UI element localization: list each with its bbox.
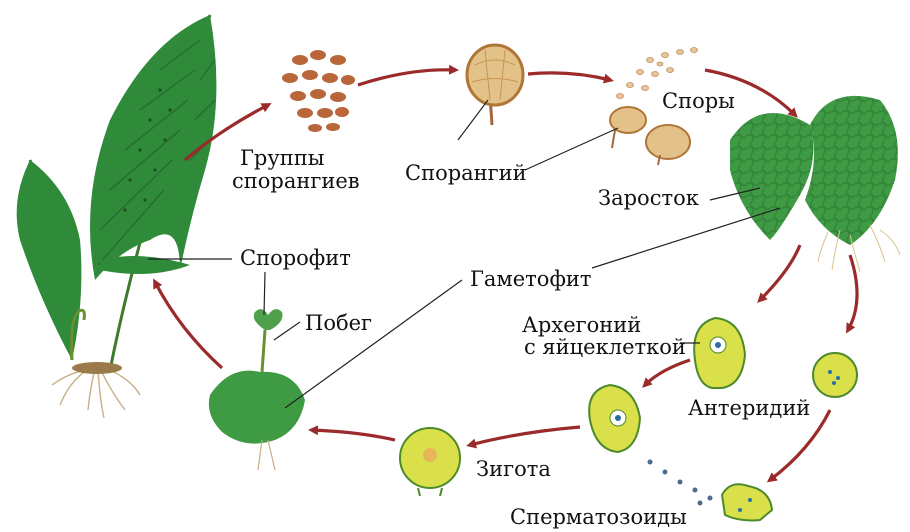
arrow-to-young-sporophyte <box>308 425 396 442</box>
arrow-frond-to-sporangia <box>183 103 272 162</box>
antheridium <box>812 352 858 398</box>
arrow-antheridium-down <box>766 409 832 483</box>
leader-lines <box>148 99 781 409</box>
arrow-archegonium-down <box>642 358 691 388</box>
label-zygote: Зигота <box>476 457 551 481</box>
label-antheridium: Антеридий <box>688 396 810 420</box>
spores <box>609 47 698 166</box>
arrow-to-fern <box>153 278 224 370</box>
zygote <box>399 427 461 497</box>
fern-lower-pinna <box>100 256 190 274</box>
arrow-sporangia-to-sporangium <box>357 64 459 87</box>
label-sporangium: Спорангий <box>405 161 527 185</box>
rhizoids <box>817 224 901 273</box>
cycle-arrows <box>153 64 859 483</box>
antheridium-releasing <box>720 483 774 522</box>
fern-roots <box>51 367 141 419</box>
archegonium-on-prothallus <box>693 316 747 389</box>
label-archegonium-1: Архегоний <box>522 313 641 337</box>
arrow-to-antheridium <box>846 254 859 334</box>
label-sporangia-groups-1: Группы <box>240 146 324 170</box>
spermatozoids <box>647 459 713 506</box>
fern-main-frond <box>90 14 217 371</box>
label-prothallus: Заросток <box>598 186 699 210</box>
label-shoot: Побег <box>305 311 372 335</box>
label-archegonium-2: с яйцеклеткой <box>524 335 686 359</box>
young-sporophyte <box>208 309 305 471</box>
fern-sporophyte <box>16 14 217 419</box>
sporangia-cluster <box>282 50 355 132</box>
fern-back-frond <box>16 159 82 361</box>
label-sporangia-groups-2: спорангиев <box>232 169 360 193</box>
arrow-sporangium-to-spores <box>527 71 614 84</box>
label-sporophyte: Спорофит <box>240 246 351 270</box>
prothallus <box>730 95 901 273</box>
arrow-spores-to-prothallus <box>704 68 798 118</box>
fern-rhizome <box>72 362 122 374</box>
archegonium-fertilization <box>588 383 642 454</box>
label-spermatozoids: Сперматозоиды <box>510 505 687 529</box>
label-gametophyte: Гаметофит <box>470 267 592 291</box>
sporangium <box>465 43 525 126</box>
arrow-to-zygote <box>466 425 581 449</box>
arrow-to-archegonium <box>757 244 802 303</box>
fiddlehead <box>70 308 86 361</box>
labels: Группы спорангиев Спорангий Споры Зарост… <box>232 89 810 529</box>
label-spores: Споры <box>662 89 735 113</box>
